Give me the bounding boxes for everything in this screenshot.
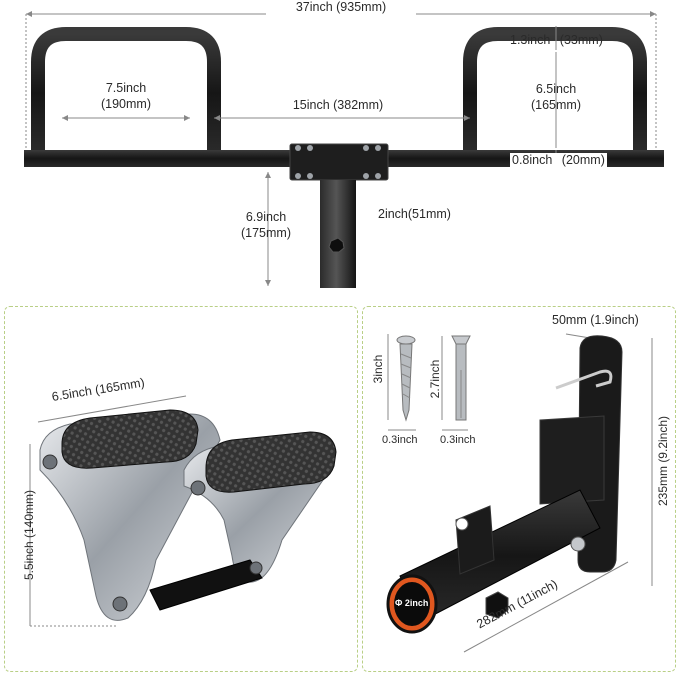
- handle-height-mm: (165mm): [530, 97, 581, 112]
- bar-thickness-label: 0.8inch (20mm): [510, 153, 607, 169]
- pin: [555, 369, 613, 390]
- handle-diagram: [29, 395, 337, 627]
- left-panel-frame: [4, 306, 358, 672]
- handle-width-mm: (190mm): [100, 96, 151, 111]
- front-grip: [61, 409, 199, 469]
- tube-dia-mm: (33mm): [559, 33, 603, 47]
- bolt-length-label: 2.7inch: [428, 359, 442, 399]
- bar-thickness-mm: (20mm): [561, 153, 605, 167]
- tube-knob: [485, 591, 509, 619]
- center-plate: [289, 143, 389, 181]
- post-knob: [328, 237, 345, 253]
- grip-height-label: 5.5inch (140mm): [22, 489, 36, 581]
- t-bar-diagram: [24, 27, 664, 288]
- bolt-dia-label: 0.3inch: [440, 434, 476, 446]
- post: [320, 180, 356, 288]
- total-width-label: 37inch (935mm): [266, 0, 416, 16]
- post-height-label: 6.9inch (175mm): [226, 210, 306, 241]
- left-handle: [31, 27, 221, 152]
- post-diameter-label: 2inch(51mm): [378, 207, 451, 221]
- right-handle: [463, 27, 647, 152]
- right-panel-frame: [362, 306, 676, 672]
- center-span-label: 15inch (382mm): [292, 98, 384, 112]
- bar-thickness-in: 0.8inch: [512, 153, 553, 167]
- screw-length-label: 3inch: [371, 354, 385, 384]
- anchor-bolt: [451, 335, 471, 421]
- mount-diagram: [386, 333, 653, 653]
- tube-dia-in: 1.3inch: [510, 33, 551, 47]
- handle-height-in: 6.5inch: [535, 82, 577, 96]
- plate-width-label: 50mm (1.9inch): [552, 313, 639, 327]
- post-height-mm: (175mm): [240, 225, 291, 240]
- post-height-in: 6.9inch: [245, 210, 287, 224]
- tube-diameter-badge: Φ 2inch: [395, 598, 429, 608]
- plate-height-label: 235mm (9.2inch): [656, 415, 670, 507]
- screw: [396, 335, 416, 422]
- lower-bar: [149, 559, 263, 611]
- handle-width-in: 7.5inch: [105, 81, 147, 95]
- bracket: [539, 415, 605, 505]
- handle-height-label: 6.5inch (165mm): [516, 82, 596, 113]
- tube-diameter-label: 1.3inch (33mm): [510, 33, 603, 49]
- handle-width-label: 7.5inch (190mm): [86, 81, 166, 112]
- rear-grip: [205, 431, 337, 493]
- screw-dia-label: 0.3inch: [382, 434, 418, 446]
